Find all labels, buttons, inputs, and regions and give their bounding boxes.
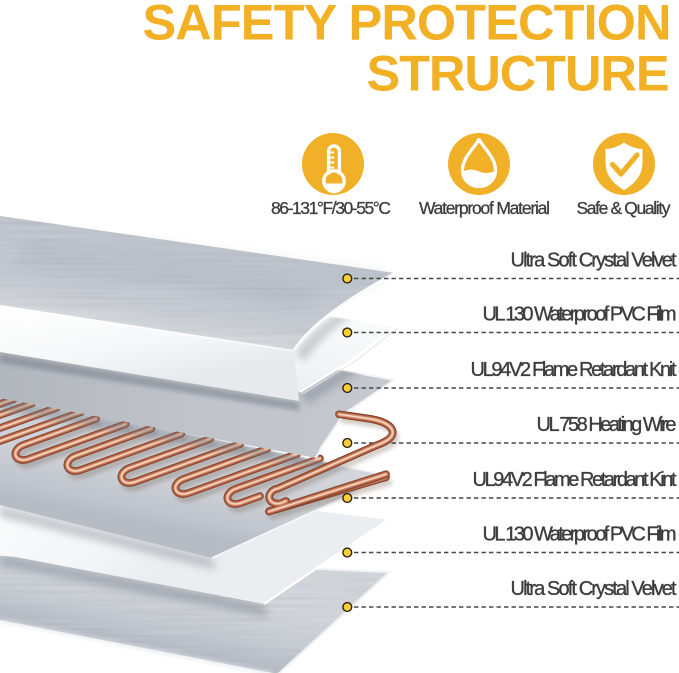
svg-text:SAFETY PROTECTION: SAFETY PROTECTION bbox=[143, 0, 672, 51]
svg-text:UL 758 Heating Wire: UL 758 Heating Wire bbox=[537, 414, 677, 436]
svg-text:Ultra Soft Crystal Velvet: Ultra Soft Crystal Velvet bbox=[511, 250, 677, 272]
svg-text:UL94V2 Flame Retardant Knit: UL94V2 Flame Retardant Knit bbox=[471, 359, 677, 381]
svg-text:Waterproof Material: Waterproof Material bbox=[419, 198, 550, 218]
svg-text:UL 130 Waterproof PVC Film: UL 130 Waterproof PVC Film bbox=[483, 304, 677, 326]
svg-text:UL 130 Waterproof PVC Film: UL 130 Waterproof PVC Film bbox=[483, 524, 677, 546]
svg-text:UL94V2 Flame Retardant Kint: UL94V2 Flame Retardant Kint bbox=[473, 469, 677, 491]
svg-text:Safe & Quality: Safe & Quality bbox=[577, 198, 671, 218]
svg-text:STRUCTURE: STRUCTURE bbox=[367, 45, 670, 102]
svg-text:Ultra Soft Crystal Velvet: Ultra Soft Crystal Velvet bbox=[511, 578, 677, 600]
svg-text:86-131°F/30-55°C: 86-131°F/30-55°C bbox=[271, 198, 391, 218]
